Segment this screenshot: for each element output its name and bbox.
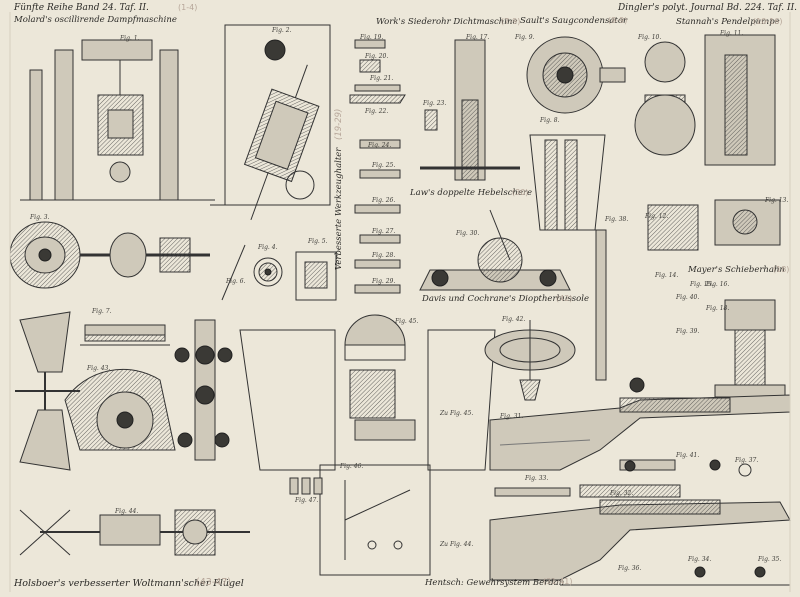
fig6-line — [221, 244, 246, 301]
label-fig41: Fig. 41. — [676, 452, 700, 459]
fig3-flywheel — [9, 221, 210, 289]
caption-work-note: (7-9) — [501, 17, 521, 26]
caption-werkzeughalter: Verbesserte Werkzeughalter — [334, 147, 344, 270]
fig30-lever-shears — [419, 209, 571, 291]
label-fig38: Fig. 38. — [605, 216, 629, 223]
label-fig45: Fig. 45. — [395, 318, 419, 325]
label-fig13: Fig. 13. — [765, 197, 789, 204]
caption-davis: Davis und Cochrane's Dioptherbussole — [422, 294, 590, 304]
journal-title: Dingler's polyt. Journal Bd. 224. Taf. I… — [618, 3, 797, 13]
fig10-16-pendulum-pump — [634, 34, 781, 251]
label-fig25: Fig. 25. — [372, 162, 396, 169]
label-fig9: Fig. 9. — [515, 34, 535, 41]
fig7-rail — [80, 324, 170, 346]
caption-mayer-note: (18) — [773, 265, 790, 274]
label-fig6: Fig. 6. — [226, 278, 246, 285]
plate-series-label: Fünfte Reihe Band 24. Taf. II. — [14, 3, 149, 13]
label-fig20: Fig. 20. — [365, 53, 389, 60]
label-fig46: Fig. 46. — [340, 463, 364, 470]
caption-werkzeughalter-note: (19-29) — [334, 108, 344, 140]
caption-molard: Molard's oscillirende Dampfmaschine — [14, 15, 177, 25]
label-fig2: Fig. 2. — [272, 27, 292, 34]
label-fig36: Fig. 36. — [618, 565, 642, 572]
label-fig7: Fig. 7. — [92, 308, 112, 315]
label-fig34: Fig. 34. — [688, 556, 712, 563]
label-fig33: Fig. 33. — [525, 475, 549, 482]
fig43-current-meter — [15, 311, 176, 471]
label-fig10: Fig. 10. — [638, 34, 662, 41]
caption-work: Work's Siederohr Dichtmaschine — [376, 17, 518, 27]
caption-sault: Sault's Saugcondensator — [520, 16, 628, 26]
fig2-oscillating-cylinder — [210, 24, 331, 221]
label-fig42: Fig. 42. — [502, 316, 526, 323]
label-fig1: Fig. 1. — [120, 35, 140, 42]
label-zu-fig44: Zu Fig. 44. — [440, 541, 474, 548]
fig1-steam-engine — [20, 39, 215, 201]
label-fig44: Fig. 44. — [115, 508, 139, 515]
label-fig30: Fig. 30. — [456, 230, 480, 237]
fig4-ring — [253, 257, 283, 287]
label-fig16: Fig. 16. — [706, 281, 730, 288]
caption-holsboer: Holsboer's verbesserter Woltmann'scher F… — [14, 578, 244, 589]
label-fig32: Fig. 32. — [610, 490, 634, 497]
label-fig19: Fig. 19. — [360, 34, 384, 41]
caption-law-note: (30) — [512, 188, 529, 197]
label-fig21: Fig. 21. — [370, 75, 394, 82]
fig18-slide-valve — [714, 299, 786, 398]
label-fig29: Fig. 29. — [372, 278, 396, 285]
caption-hentsch-note: (31-41) — [543, 577, 573, 586]
caption-stannah: Stannah's Pendelpumpe — [676, 17, 780, 27]
label-fig15: Fig. 15. — [690, 281, 714, 288]
label-fig24: Fig. 24. — [368, 142, 392, 149]
label-fig12: Fig. 12. — [645, 213, 669, 220]
caption-davis-note: (42) — [556, 294, 573, 303]
label-fig8: Fig. 8. — [540, 117, 560, 124]
label-fig43: Fig. 43. — [87, 365, 111, 372]
label-fig17: Fig. 17. — [466, 34, 490, 41]
fig8-condenser — [529, 134, 606, 231]
label-fig35: Fig. 35. — [758, 556, 782, 563]
fig32-33-bolts — [494, 459, 752, 498]
caption-law: Law's doppelte Hebelschere — [410, 188, 533, 198]
caption-mayer: Mayer's Schieberhahn — [688, 265, 785, 275]
label-fig28: Fig. 28. — [372, 252, 396, 259]
plate-series-note: (1-4) — [178, 3, 198, 12]
label-fig22: Fig. 22. — [365, 108, 389, 115]
fig17-column — [420, 39, 520, 181]
label-fig31: Fig. 31. — [500, 413, 524, 420]
fig46-box — [319, 464, 431, 576]
label-fig5: Fig. 5. — [308, 238, 328, 245]
fig36-rifle — [489, 499, 791, 586]
fig38-column — [595, 229, 645, 393]
fig42-compass — [484, 320, 576, 401]
label-fig23: Fig. 23. — [423, 100, 447, 107]
label-fig4: Fig. 4. — [258, 244, 278, 251]
label-fig11: Fig. 11. — [720, 30, 744, 37]
caption-stannah-note: (10-16) — [753, 17, 783, 26]
fig19-29-tool-holders — [349, 39, 438, 294]
label-fig37: Fig. 37. — [735, 457, 759, 464]
label-fig18: Fig. 18. — [706, 305, 730, 312]
fig9-condenser-disc — [526, 36, 626, 114]
fig5-bracket — [295, 251, 337, 301]
label-fig39: Fig. 39. — [676, 328, 700, 335]
label-fig47: Fig. 47. — [295, 497, 319, 504]
label-fig3: Fig. 3. — [30, 214, 50, 221]
fig45-bell — [344, 314, 496, 471]
fig47-vessels — [289, 477, 323, 495]
caption-sault-note: (8-9) — [608, 16, 628, 25]
label-fig14: Fig. 14. — [655, 272, 679, 279]
fig44-propeller — [19, 509, 250, 556]
label-zu-fig45: Zu Fig. 45. — [440, 410, 474, 417]
caption-holsboer-note: (43-47) — [196, 577, 232, 588]
label-fig27: Fig. 27. — [372, 228, 396, 235]
fig-center-assembly — [174, 319, 336, 471]
label-fig40: Fig. 40. — [676, 294, 700, 301]
label-fig26: Fig. 26. — [372, 197, 396, 204]
fig31-rifle — [489, 394, 791, 471]
caption-hentsch: Hentsch: Gewehrsystem Berdan — [425, 578, 565, 588]
